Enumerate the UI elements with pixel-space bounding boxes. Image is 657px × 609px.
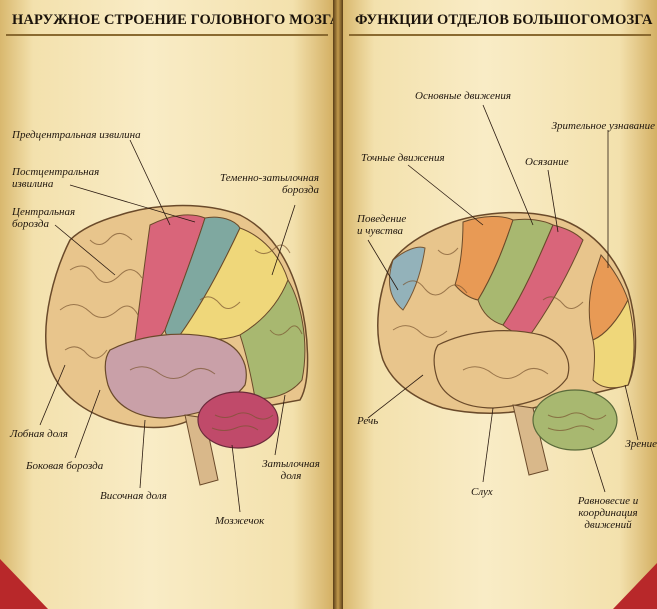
label-occipital-lobe-line2: доля	[256, 470, 326, 482]
right-panel: ФУНКЦИИ ОТДЕЛОВ БОЛЬШОГОМОЗГА	[343, 0, 657, 609]
label-parieto-occipital-line1: Теменно-затылочная	[220, 172, 319, 184]
label-balance-line3: движений	[563, 519, 653, 531]
label-vision: Зрение	[625, 438, 657, 450]
label-behavior-line1: Поведение	[357, 213, 406, 225]
label-occipital-lobe-line1: Затылочная	[256, 458, 326, 470]
label-parieto-occipital-line2: борозда	[282, 184, 319, 196]
label-visual-recognition: Зрительное узнавание	[552, 120, 655, 132]
label-balance-line1: Равновесие и	[563, 495, 653, 507]
label-behavior-line2: и чувства	[357, 225, 403, 237]
label-hearing: Слух	[471, 486, 493, 498]
label-temporal-lobe: Височная доля	[100, 490, 167, 502]
corner-decoration-right	[613, 563, 657, 609]
label-speech: Речь	[357, 415, 378, 427]
label-central-sulcus-line2: борозда	[12, 218, 49, 230]
panel-divider	[333, 0, 343, 609]
label-cerebellum: Мозжечок	[215, 515, 264, 527]
label-touch: Осязание	[525, 156, 569, 168]
label-central-sulcus-line1: Центральная	[12, 206, 75, 218]
left-panel: НАРУЖНОЕ СТРОЕНИЕ ГОЛОВНОГО МОЗГА	[0, 0, 333, 609]
label-postcentral-gyrus-line2: извилина	[12, 178, 53, 190]
label-lateral-sulcus: Боковая борозда	[26, 460, 103, 472]
label-fine-movements: Точные движения	[361, 152, 445, 164]
brain-structure-illustration	[0, 0, 333, 609]
label-postcentral-gyrus-line1: Постцентральная	[12, 166, 99, 178]
label-balance-line2: координация	[563, 507, 653, 519]
label-frontal-lobe: Лобная доля	[10, 428, 68, 440]
label-precentral-gyrus: Предцентральная извилина	[12, 129, 141, 141]
label-basic-movements: Основные движения	[415, 90, 511, 102]
corner-decoration-left	[0, 559, 48, 609]
